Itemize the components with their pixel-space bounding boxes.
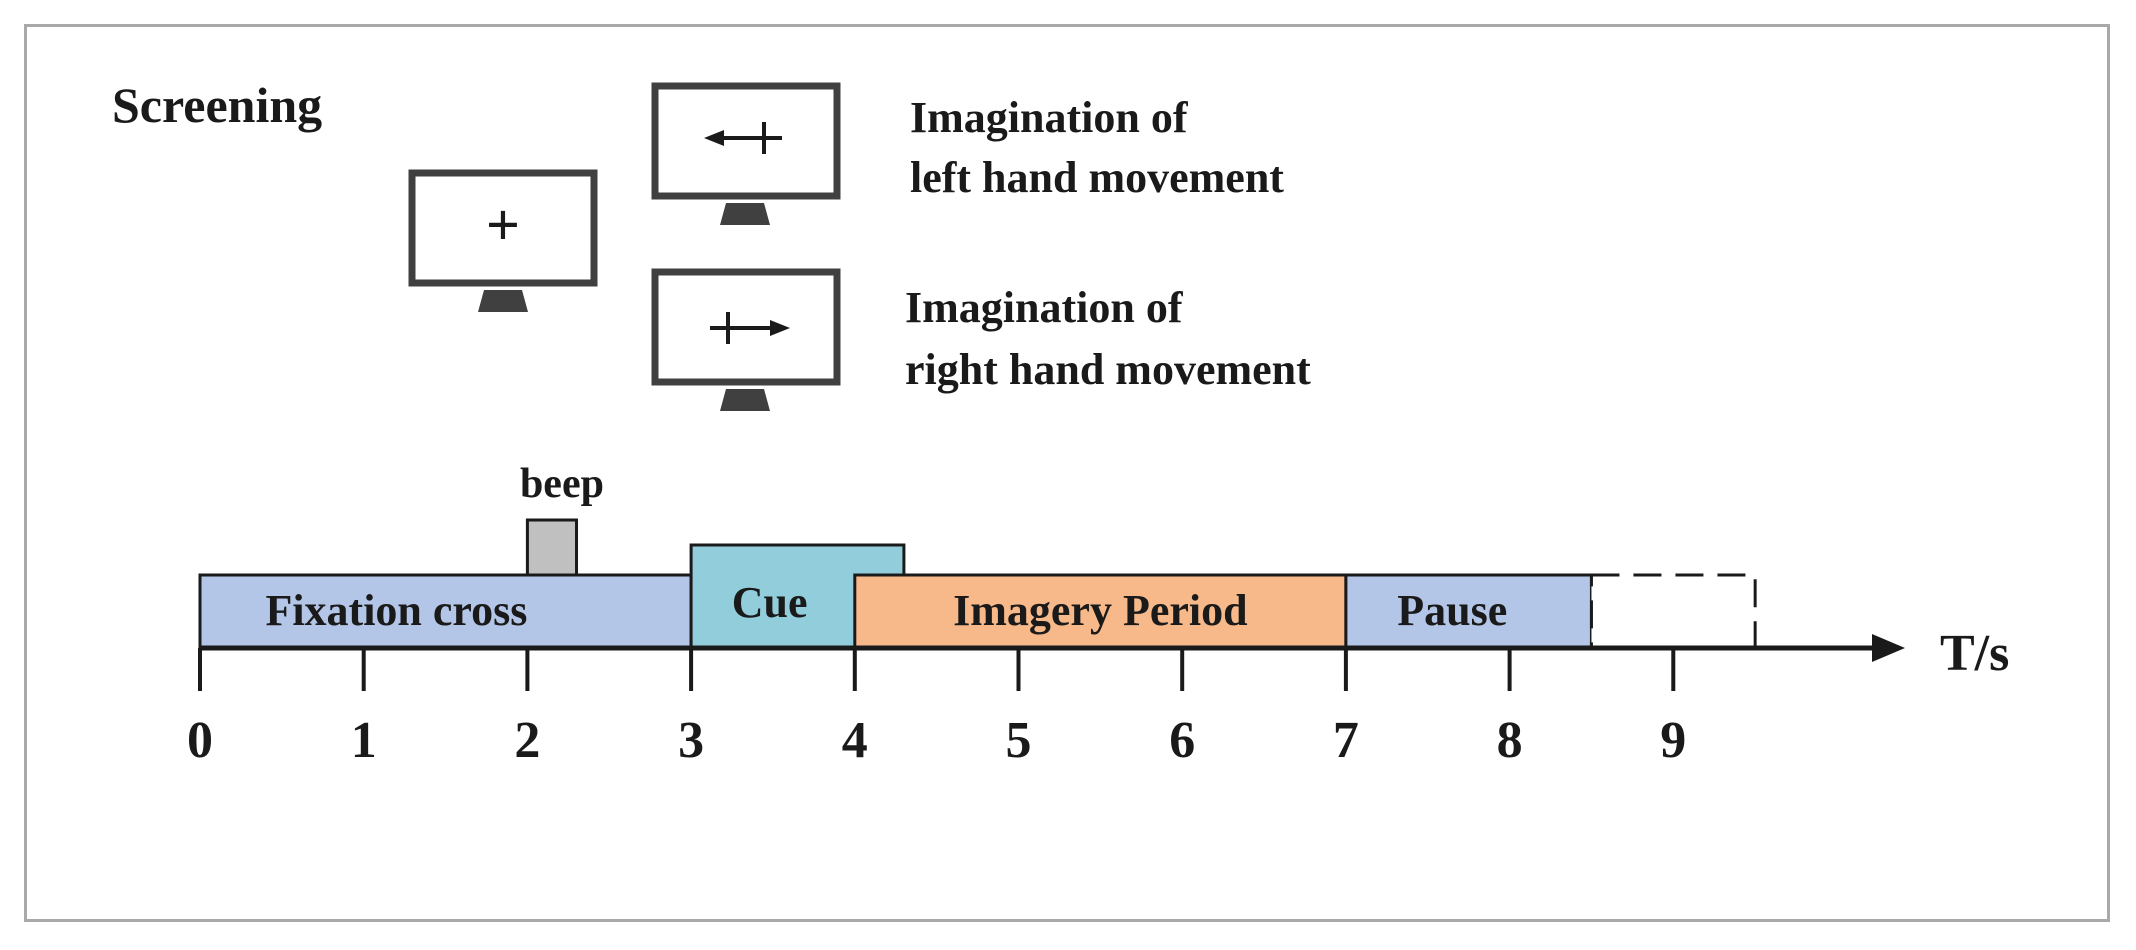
segment-imagery bbox=[853, 573, 1348, 650]
tick-label-9: 9 bbox=[1660, 712, 1686, 769]
segment-label-cue: Cue bbox=[732, 578, 808, 627]
left-label-line1: Imagination of bbox=[910, 93, 1189, 142]
tick-label-5: 5 bbox=[1006, 712, 1032, 769]
right-arrow-icon bbox=[710, 312, 790, 344]
monitor-fixation-stand bbox=[478, 290, 528, 312]
monitor-left-cue bbox=[651, 82, 841, 225]
monitor-left-screen bbox=[651, 82, 841, 200]
beep-label: beep bbox=[520, 461, 604, 507]
monitor-right-cue bbox=[651, 268, 841, 411]
figure-frame bbox=[24, 24, 2110, 922]
fixation-cross-symbol: + bbox=[486, 192, 520, 258]
segment-fixation bbox=[198, 573, 693, 650]
beep-marker bbox=[525, 518, 579, 577]
tick-label-0: 0 bbox=[187, 712, 213, 769]
segment-dashed-placeholder bbox=[1589, 573, 1757, 650]
right-label-line1: Imagination of bbox=[905, 283, 1184, 332]
tick-label-4: 4 bbox=[842, 712, 868, 769]
tick-label-6: 6 bbox=[1169, 712, 1195, 769]
segment-label-fixation: Fixation cross bbox=[265, 586, 527, 635]
tick-label-8: 8 bbox=[1497, 712, 1523, 769]
left-label-line2: left hand movement bbox=[910, 153, 1284, 202]
segment-pause bbox=[1344, 573, 1593, 650]
time-axis-label: T/s bbox=[1940, 625, 2009, 682]
monitor-fixation-screen bbox=[408, 169, 598, 287]
right-label-line2: right hand movement bbox=[905, 345, 1311, 394]
tick-label-2: 2 bbox=[514, 712, 540, 769]
left-arrow-icon bbox=[704, 122, 782, 154]
time-axis-arrow-icon bbox=[1872, 634, 1905, 662]
tick-label-1: 1 bbox=[351, 712, 377, 769]
monitor-left-stand bbox=[720, 203, 770, 225]
segment-label-pause: Pause bbox=[1397, 586, 1507, 635]
monitor-right-stand bbox=[720, 389, 770, 411]
tick-label-3: 3 bbox=[678, 712, 704, 769]
tick-label-7: 7 bbox=[1333, 712, 1359, 769]
diagram-title: Screening bbox=[112, 77, 322, 133]
monitor-fixation: + bbox=[408, 169, 598, 312]
segment-label-imagery: Imagery Period bbox=[953, 586, 1247, 635]
